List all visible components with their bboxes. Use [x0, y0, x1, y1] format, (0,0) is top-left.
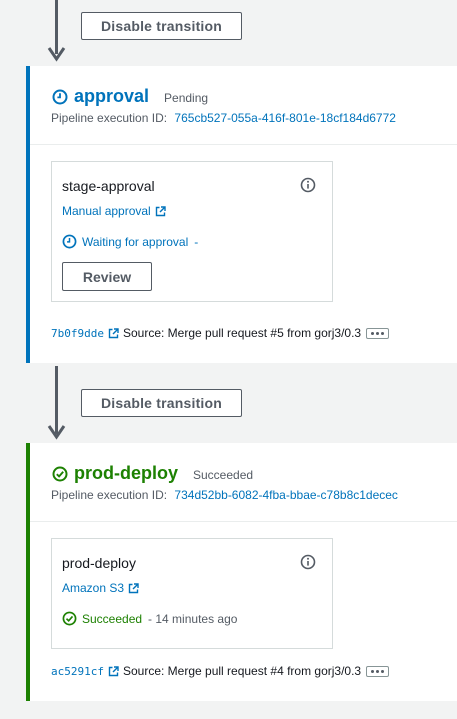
action-status: Succeeded - 14 minutes ago: [62, 611, 237, 626]
check-circle-icon: [52, 466, 68, 481]
source-revision: 7b0f9dde Source: Merge pull request #5 f…: [51, 326, 390, 340]
stage-name-link[interactable]: prod-deploy: [74, 463, 178, 483]
transition-top: Disable transition: [0, 0, 457, 66]
source-summary: Source: Merge pull request #5 from gorj3…: [122, 326, 362, 340]
review-button[interactable]: Review: [62, 262, 152, 291]
commit-link[interactable]: ac5291cf: [51, 664, 104, 678]
external-link-icon[interactable]: [108, 665, 119, 677]
info-icon[interactable]: [300, 554, 316, 570]
stage-name-link[interactable]: approval: [74, 86, 150, 106]
action-status-text: Succeeded: [82, 611, 143, 626]
action-provider-link[interactable]: Amazon S3: [62, 581, 139, 595]
source-summary: Source: Merge pull request #4 from gorj3…: [122, 664, 362, 678]
stage-header: approval Pending Pipeline execution ID: …: [30, 66, 457, 145]
external-link-icon: [155, 205, 166, 216]
external-link-icon[interactable]: [108, 327, 119, 339]
disable-transition-button[interactable]: Disable transition: [81, 12, 242, 40]
stage-status: Succeeded: [193, 467, 254, 482]
execution-id-link[interactable]: 734d52bb-6082-4fba-bbae-c78b8c1decec: [174, 488, 398, 502]
info-icon[interactable]: [300, 177, 316, 193]
execution-id-line: Pipeline execution ID: 734d52bb-6082-4fb…: [51, 488, 398, 502]
execution-id-label: Pipeline execution ID:: [51, 488, 168, 502]
execution-id-label: Pipeline execution ID:: [51, 111, 168, 125]
stage-header: prod-deploy Succeeded Pipeline execution…: [30, 443, 457, 522]
stage-approval: approval Pending Pipeline execution ID: …: [26, 66, 457, 363]
execution-id-line: Pipeline execution ID: 765cb527-055a-416…: [51, 111, 396, 125]
external-link-icon: [128, 582, 139, 593]
transition-arrow-line: [55, 0, 58, 54]
stage-prod-deploy: prod-deploy Succeeded Pipeline execution…: [26, 443, 457, 701]
clock-icon: [52, 89, 68, 104]
clock-icon: [62, 234, 77, 249]
stage-status: Pending: [164, 90, 209, 105]
execution-id-link[interactable]: 765cb527-055a-416f-801e-18cf184d6772: [174, 111, 396, 125]
ellipsis-icon[interactable]: [366, 665, 390, 677]
action-status: Waiting for approval -: [62, 234, 198, 249]
action-name: prod-deploy: [62, 555, 136, 571]
arrow-down-icon: [47, 425, 66, 440]
stage-title: prod-deploy Succeeded: [52, 463, 253, 484]
action-status-suffix: -: [194, 234, 199, 249]
action-provider-link[interactable]: Manual approval: [62, 204, 166, 218]
provider-label: Manual approval: [62, 204, 151, 218]
action-card-stage-approval: stage-approval Manual approval Waiting f…: [51, 161, 333, 302]
provider-label: Amazon S3: [62, 581, 125, 595]
ellipsis-icon[interactable]: [366, 327, 390, 339]
action-status-text: Waiting for approval: [82, 234, 189, 249]
commit-link[interactable]: 7b0f9dde: [51, 326, 104, 340]
transition-middle: Disable transition: [0, 363, 457, 443]
action-status-suffix: - 14 minutes ago: [148, 611, 238, 626]
stage-title: approval Pending: [52, 86, 208, 107]
arrow-down-icon: [47, 47, 66, 62]
disable-transition-button[interactable]: Disable transition: [81, 389, 242, 417]
check-circle-icon: [62, 611, 77, 626]
transition-arrow-line: [55, 366, 58, 434]
source-revision: ac5291cf Source: Merge pull request #4 f…: [51, 664, 390, 678]
action-card-prod-deploy: prod-deploy Amazon S3 Succeeded - 14 min…: [51, 538, 333, 649]
action-name: stage-approval: [62, 178, 155, 194]
